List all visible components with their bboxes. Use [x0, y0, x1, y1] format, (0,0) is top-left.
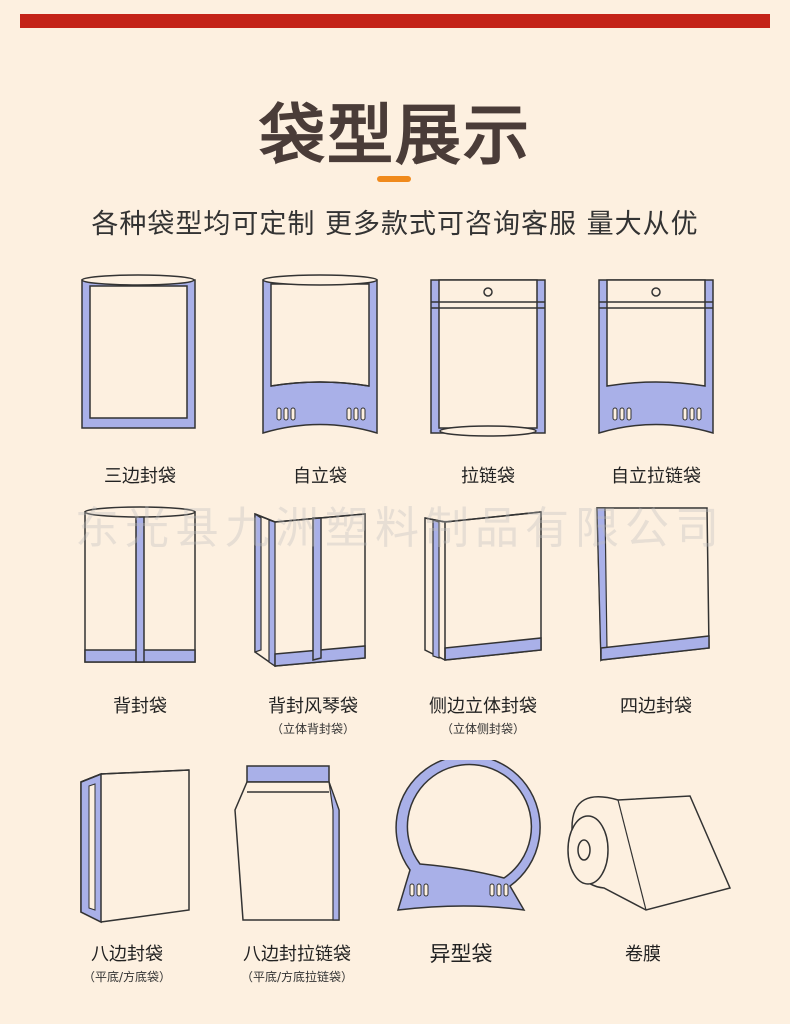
four-side-seal-bag-icon: [561, 500, 751, 670]
back-seal-gusset-bag-icon: [225, 500, 415, 670]
back-seal-bag-icon: [45, 500, 235, 670]
eight-side-seal-bag-icon: [45, 760, 235, 930]
eight-side-seal-zipper-bag-icon: [225, 760, 415, 930]
page-subtitle: 各种袋型均可定制 更多款式可咨询客服 量大从优: [91, 209, 699, 240]
label-eight-side-zipper: 八边封拉链袋: [243, 944, 351, 965]
top-accent-bar: [20, 14, 770, 28]
stand-up-pouch-icon: [225, 268, 415, 438]
label-four-side-seal: 四边封袋: [620, 696, 692, 717]
label-zipper-bag: 拉链袋: [461, 466, 515, 487]
label-stand-up-zipper: 自立拉链袋: [611, 466, 701, 487]
label-back-seal: 背封袋: [113, 696, 167, 717]
title-underline: [377, 176, 411, 182]
label-stand-up-pouch: 自立袋: [293, 466, 347, 487]
stand-up-zipper-pouch-icon: [561, 268, 751, 438]
label-three-side-seal: 三边封袋: [104, 466, 176, 487]
sublabel-side-gusset: （立体侧封袋）: [440, 722, 525, 736]
three-side-seal-bag-icon: [45, 268, 235, 438]
sublabel-eight-side-seal: （平底/方底袋）: [82, 970, 172, 984]
roll-film-icon: [548, 760, 738, 930]
label-eight-side-seal: 八边封袋: [91, 944, 163, 965]
side-gusset-bag-icon: [393, 500, 583, 670]
sublabel-eight-side-zipper: （平底/方底拉链袋）: [240, 970, 354, 984]
label-roll-film: 卷膜: [625, 944, 661, 965]
zipper-bag-icon: [393, 268, 583, 438]
sublabel-back-seal-gusset: （立体背封袋）: [270, 722, 355, 736]
label-back-seal-gusset: 背封风琴袋: [268, 696, 358, 717]
label-side-gusset: 侧边立体封袋: [429, 696, 537, 717]
shaped-bag-icon: [380, 760, 570, 930]
label-shaped-bag: 异型袋: [429, 942, 493, 966]
page-title: 袋型展示: [259, 97, 531, 174]
